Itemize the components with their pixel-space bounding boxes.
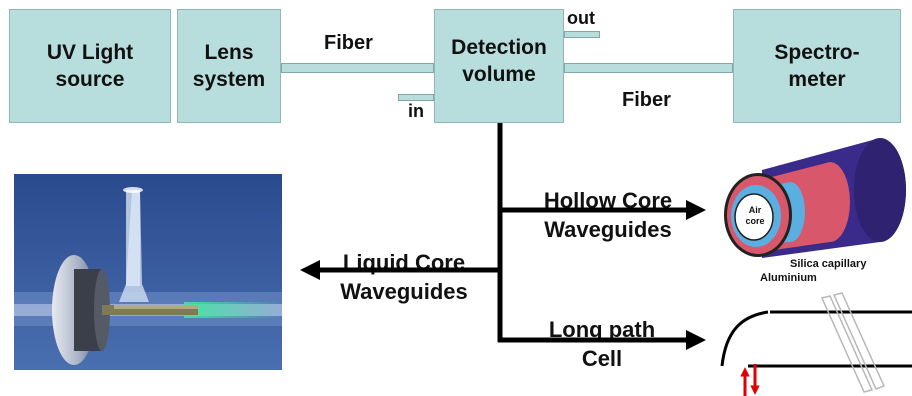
spectrometer-block: Spectro- meter — [733, 9, 901, 123]
inlet-label: in — [408, 101, 424, 121]
aluminium-label: Aluminium — [760, 272, 817, 284]
detection-volume-block: Detection volume — [434, 9, 564, 123]
fiber-lens-to-detection — [281, 63, 434, 73]
fiber-label-bottom: Fiber — [622, 89, 671, 111]
uv-light-source-block: UV Light source — [9, 9, 171, 123]
inlet-tube — [398, 94, 434, 101]
outlet-label: out — [567, 8, 595, 28]
hollow-core-capillary-illustration — [724, 138, 906, 258]
long-path-cell-illustration — [720, 292, 912, 396]
air-core-label: Air core — [745, 205, 765, 226]
liquid-core-waveguide-photo — [14, 174, 282, 370]
fiber-detection-to-spectrometer — [564, 63, 733, 73]
lens-system-block: Lens system — [177, 9, 281, 123]
fiber-label-top: Fiber — [324, 32, 373, 54]
silica-capillary-label: Silica capillary — [790, 258, 867, 270]
outlet-tube — [564, 31, 600, 38]
